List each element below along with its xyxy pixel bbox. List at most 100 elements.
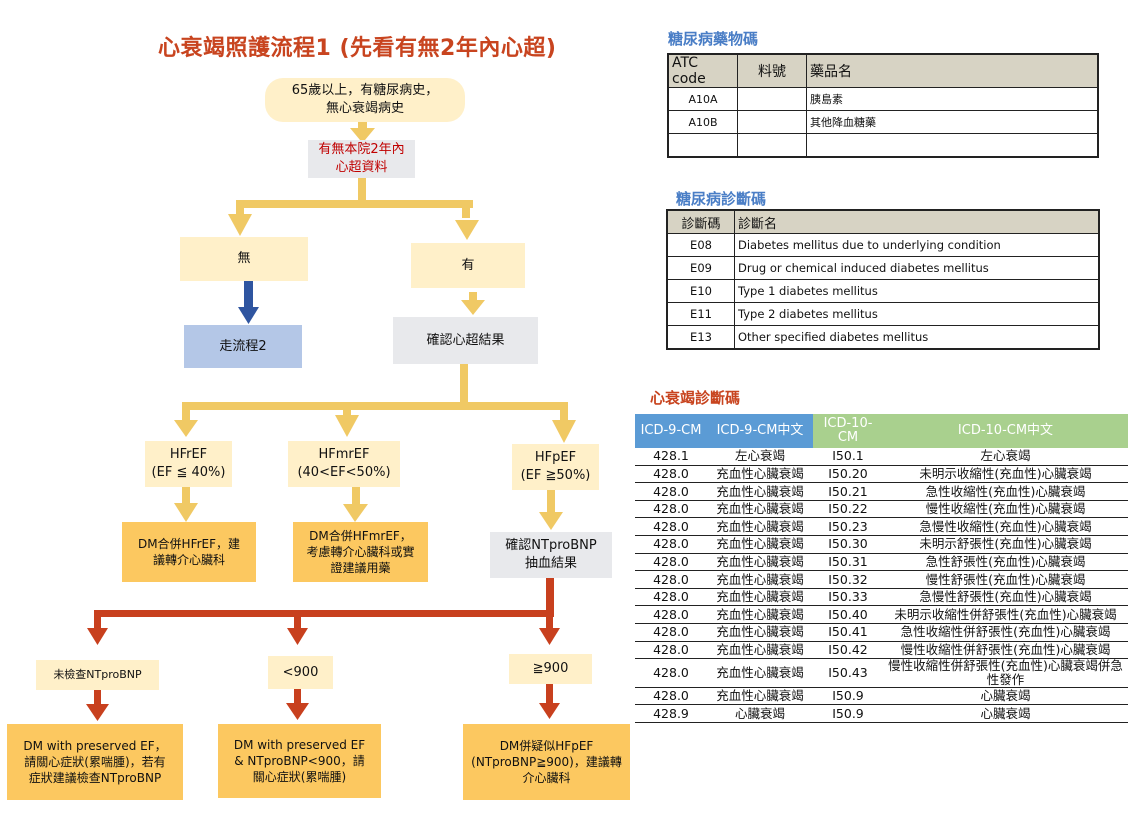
connector-line bbox=[560, 402, 568, 422]
connector-line bbox=[546, 610, 553, 630]
table-cell: I50.23 bbox=[813, 517, 883, 536]
arrowhead bbox=[86, 704, 109, 721]
table-cell: E10 bbox=[666, 279, 735, 303]
table-cell: 左心衰竭 bbox=[883, 448, 1128, 466]
table-cell bbox=[667, 133, 738, 158]
arrowhead bbox=[287, 628, 308, 645]
table-cell: 未明示舒張性(充血性)心臟衰竭 bbox=[883, 535, 1128, 554]
table-cell: 充血性心臟衰竭 bbox=[707, 465, 813, 484]
arrowhead bbox=[552, 420, 576, 443]
connector-line bbox=[462, 200, 470, 218]
table-cell: 充血性心臟衰竭 bbox=[707, 482, 813, 501]
table-cell: 充血性心臟衰竭 bbox=[707, 605, 813, 624]
page-title: 心衰竭照護流程1 (先看有無2年內心超) bbox=[158, 36, 557, 61]
table-cell: 428.0 bbox=[635, 482, 707, 501]
table-cell: 心臟衰竭 bbox=[707, 704, 813, 723]
table-cell: 428.0 bbox=[635, 517, 707, 536]
connector-line bbox=[294, 610, 301, 630]
table-cell bbox=[737, 133, 807, 158]
table-cell: 急性收縮性併舒張性(充血性)心臟衰竭 bbox=[883, 623, 1128, 642]
connector-line bbox=[546, 684, 553, 706]
table-cell: 未明示收縮性併舒張性(充血性)心臟衰竭 bbox=[883, 605, 1128, 624]
table-cell: Other specified diabetes mellitus bbox=[734, 325, 1100, 350]
arrowhead bbox=[539, 703, 560, 719]
table-cell: 左心衰竭 bbox=[707, 448, 813, 466]
table-cell: 428.0 bbox=[635, 623, 707, 642]
table-cell: Type 2 diabetes mellitus bbox=[734, 302, 1100, 326]
bnp-high-node: ≧900 bbox=[509, 654, 592, 684]
table-cell: E13 bbox=[666, 325, 735, 350]
table-cell: 428.0 bbox=[635, 687, 707, 706]
arrowhead bbox=[238, 307, 259, 324]
arrowhead bbox=[335, 415, 359, 437]
table-cell: 428.0 bbox=[635, 570, 707, 589]
arrowhead bbox=[350, 128, 375, 143]
table-cell: E11 bbox=[666, 302, 735, 326]
table-cell: Drug or chemical induced diabetes mellit… bbox=[734, 256, 1100, 280]
table-cell: E08 bbox=[666, 233, 735, 257]
table-cell: I50.31 bbox=[813, 553, 883, 572]
arrowhead bbox=[286, 703, 309, 720]
connector-line bbox=[546, 578, 554, 616]
table-cell: 充血性心臟衰竭 bbox=[707, 500, 813, 519]
dm-diagnosis-codes-title: 糖尿病診斷碼 bbox=[676, 190, 767, 208]
hfpef-node: HFpEF (EF ≧50%) bbox=[512, 444, 599, 490]
bnp-unchecked-node: 未檢查NTproBNP bbox=[36, 660, 159, 690]
connector-line bbox=[94, 610, 101, 630]
table-cell: I50.9 bbox=[813, 704, 883, 723]
bnp-low-node: <900 bbox=[268, 656, 333, 689]
table-cell: 充血性心臟衰竭 bbox=[707, 553, 813, 572]
table-cell: 未明示收縮性(充血性)心臟衰竭 bbox=[883, 465, 1128, 484]
table-header-row: ATC code 料號 藥品名 bbox=[667, 53, 1099, 88]
table-cell: A10A bbox=[667, 87, 738, 111]
go-flow2-node: 走流程2 bbox=[184, 325, 302, 368]
confirm-echo-node: 確認心超結果 bbox=[393, 317, 538, 364]
table-cell: 慢性收縮性(充血性)心臟衰竭 bbox=[883, 500, 1128, 519]
column-header: 診斷名 bbox=[734, 209, 1100, 234]
table-cell: 428.0 bbox=[635, 535, 707, 554]
table-cell: I50.40 bbox=[813, 605, 883, 624]
table-header-row: ICD-9-CM ICD-9-CM中文 ICD-10-CM ICD-10-CM中… bbox=[635, 414, 1128, 448]
table-cell: 428.0 bbox=[635, 658, 707, 688]
column-header: ATC code bbox=[667, 53, 738, 88]
column-header: ICD-9-CM中文 bbox=[707, 414, 813, 448]
connector-line bbox=[236, 200, 244, 218]
table-cell: 心臟衰竭 bbox=[883, 687, 1128, 706]
table-cell: E09 bbox=[666, 256, 735, 280]
table-cell: Type 1 diabetes mellitus bbox=[734, 279, 1100, 303]
table-cell: 428.1 bbox=[635, 448, 707, 466]
table-cell: 其他降血糖藥 bbox=[806, 110, 1099, 134]
table-cell: I50.21 bbox=[813, 482, 883, 501]
table-cell: I50.9 bbox=[813, 687, 883, 706]
table-cell: 慢性收縮性併舒張性(充血性)心臟衰竭併急性發作 bbox=[883, 658, 1128, 688]
table-cell: 充血性心臟衰竭 bbox=[707, 517, 813, 536]
table-row: A10A 胰島素 bbox=[667, 87, 1099, 111]
arrowhead bbox=[539, 628, 560, 645]
high-action-node: DM併疑似HFpEF (NTproBNP≧900)，建議轉 介心臟科 bbox=[463, 724, 630, 800]
column-header: ICD-10-CM中文 bbox=[883, 414, 1128, 448]
connector-line bbox=[94, 610, 554, 617]
table-cell: Diabetes mellitus due to underlying cond… bbox=[734, 233, 1100, 257]
hfmref-node: HFmrEF (40<EF<50%) bbox=[288, 441, 400, 487]
table-cell: 慢性收縮性併舒張性(充血性)心臟衰竭 bbox=[883, 641, 1128, 660]
table-cell bbox=[737, 87, 807, 111]
unchecked-action-node: DM with preserved EF， 請關心症狀(累喘腫)，若有 症狀建議… bbox=[7, 724, 183, 800]
hfmref-action-node: DM合併HFmrEF， 考慮轉介心臟科或實 證建議用藥 bbox=[293, 522, 428, 582]
table-cell: I50.41 bbox=[813, 623, 883, 642]
column-header: 診斷碼 bbox=[666, 209, 735, 234]
table-cell: 急性收縮性(充血性)心臟衰竭 bbox=[883, 482, 1128, 501]
